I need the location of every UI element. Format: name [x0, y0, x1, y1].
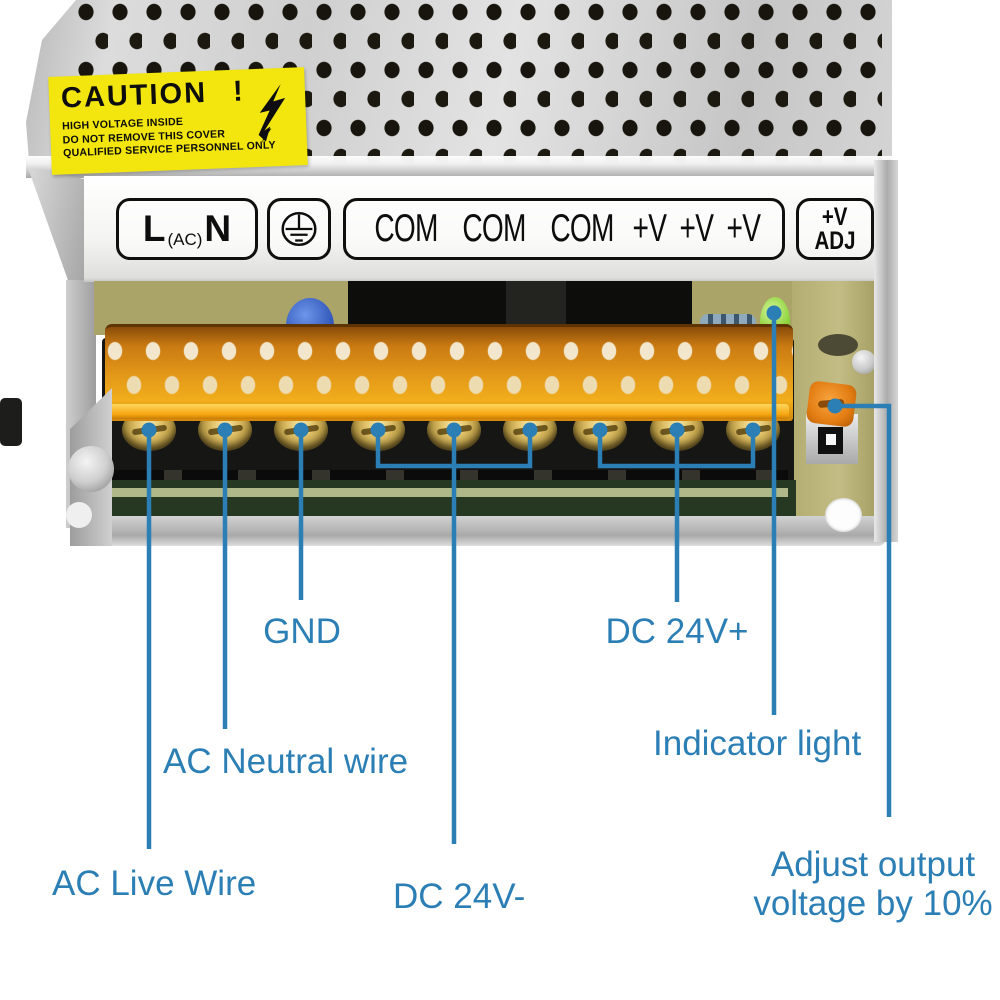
- neutral-terminal-label: N: [204, 208, 232, 249]
- voltage-adjust-label-box: +V ADJ: [796, 198, 874, 260]
- live-terminal-label: L: [142, 208, 166, 249]
- caution-exclamation: !: [232, 75, 246, 108]
- caution-title: CAUTION: [60, 76, 208, 115]
- adj-label-top: +V: [822, 203, 848, 231]
- terminal-label-strip: L (AC) N COM COM COM: [84, 176, 892, 282]
- mounting-hole: [825, 498, 862, 532]
- ac-input-label-box: L (AC) N: [116, 198, 258, 260]
- output-label-com-2: COM: [462, 207, 526, 250]
- voltage-adjust-potentiometer: [805, 380, 858, 428]
- dc-24v-minus-label: DC 24V-: [393, 877, 526, 916]
- dc-24v-plus-label: DC 24V+: [605, 612, 749, 651]
- adjust-voltage-label: Adjust output voltage by 10%: [723, 845, 1000, 923]
- adjust-voltage-line1: Adjust output: [770, 845, 976, 884]
- caution-sticker: CAUTION ! HIGH VOLTAGE INSIDE DO NOT REM…: [48, 67, 308, 175]
- output-label-v-1: +V: [632, 207, 667, 250]
- case-left-side: [28, 168, 86, 282]
- ac-live-label: AC Live Wire: [52, 864, 257, 903]
- output-label-com-1: COM: [374, 207, 438, 250]
- ac-sub-label: (AC): [167, 230, 203, 249]
- terminal-block-end: [0, 398, 22, 446]
- output-label-v-2: +V: [679, 207, 714, 250]
- potentiometer-base-hole: [826, 434, 836, 445]
- earth-ground-icon: [281, 211, 317, 247]
- case-bottom-lip: [78, 516, 886, 546]
- gnd-label: GND: [263, 612, 341, 651]
- terminal-cover: [105, 324, 793, 421]
- adj-label-bottom: ADJ: [814, 227, 856, 255]
- output-label-com-3: COM: [550, 207, 614, 250]
- ground-label-box: [267, 198, 331, 260]
- ac-neutral-label: AC Neutral wire: [163, 742, 409, 781]
- high-voltage-bolt-icon: [258, 84, 286, 143]
- perforated-case-panel: [26, 0, 892, 174]
- side-screw: [852, 350, 876, 374]
- power-supply-unit: CAUTION ! HIGH VOLTAGE INSIDE DO NOT REM…: [0, 0, 1000, 560]
- flange-standoff: [66, 502, 92, 528]
- output-label-box: COM COM COM +V +V +V: [343, 198, 785, 260]
- pcb-oval-hole: [818, 334, 858, 356]
- output-label-v-3: +V: [726, 207, 760, 250]
- flange-screw: [68, 446, 114, 492]
- adjust-voltage-line2: voltage by 10%: [753, 884, 993, 923]
- case-right-edge: [874, 160, 898, 542]
- indicator-light-label: Indicator light: [653, 724, 862, 763]
